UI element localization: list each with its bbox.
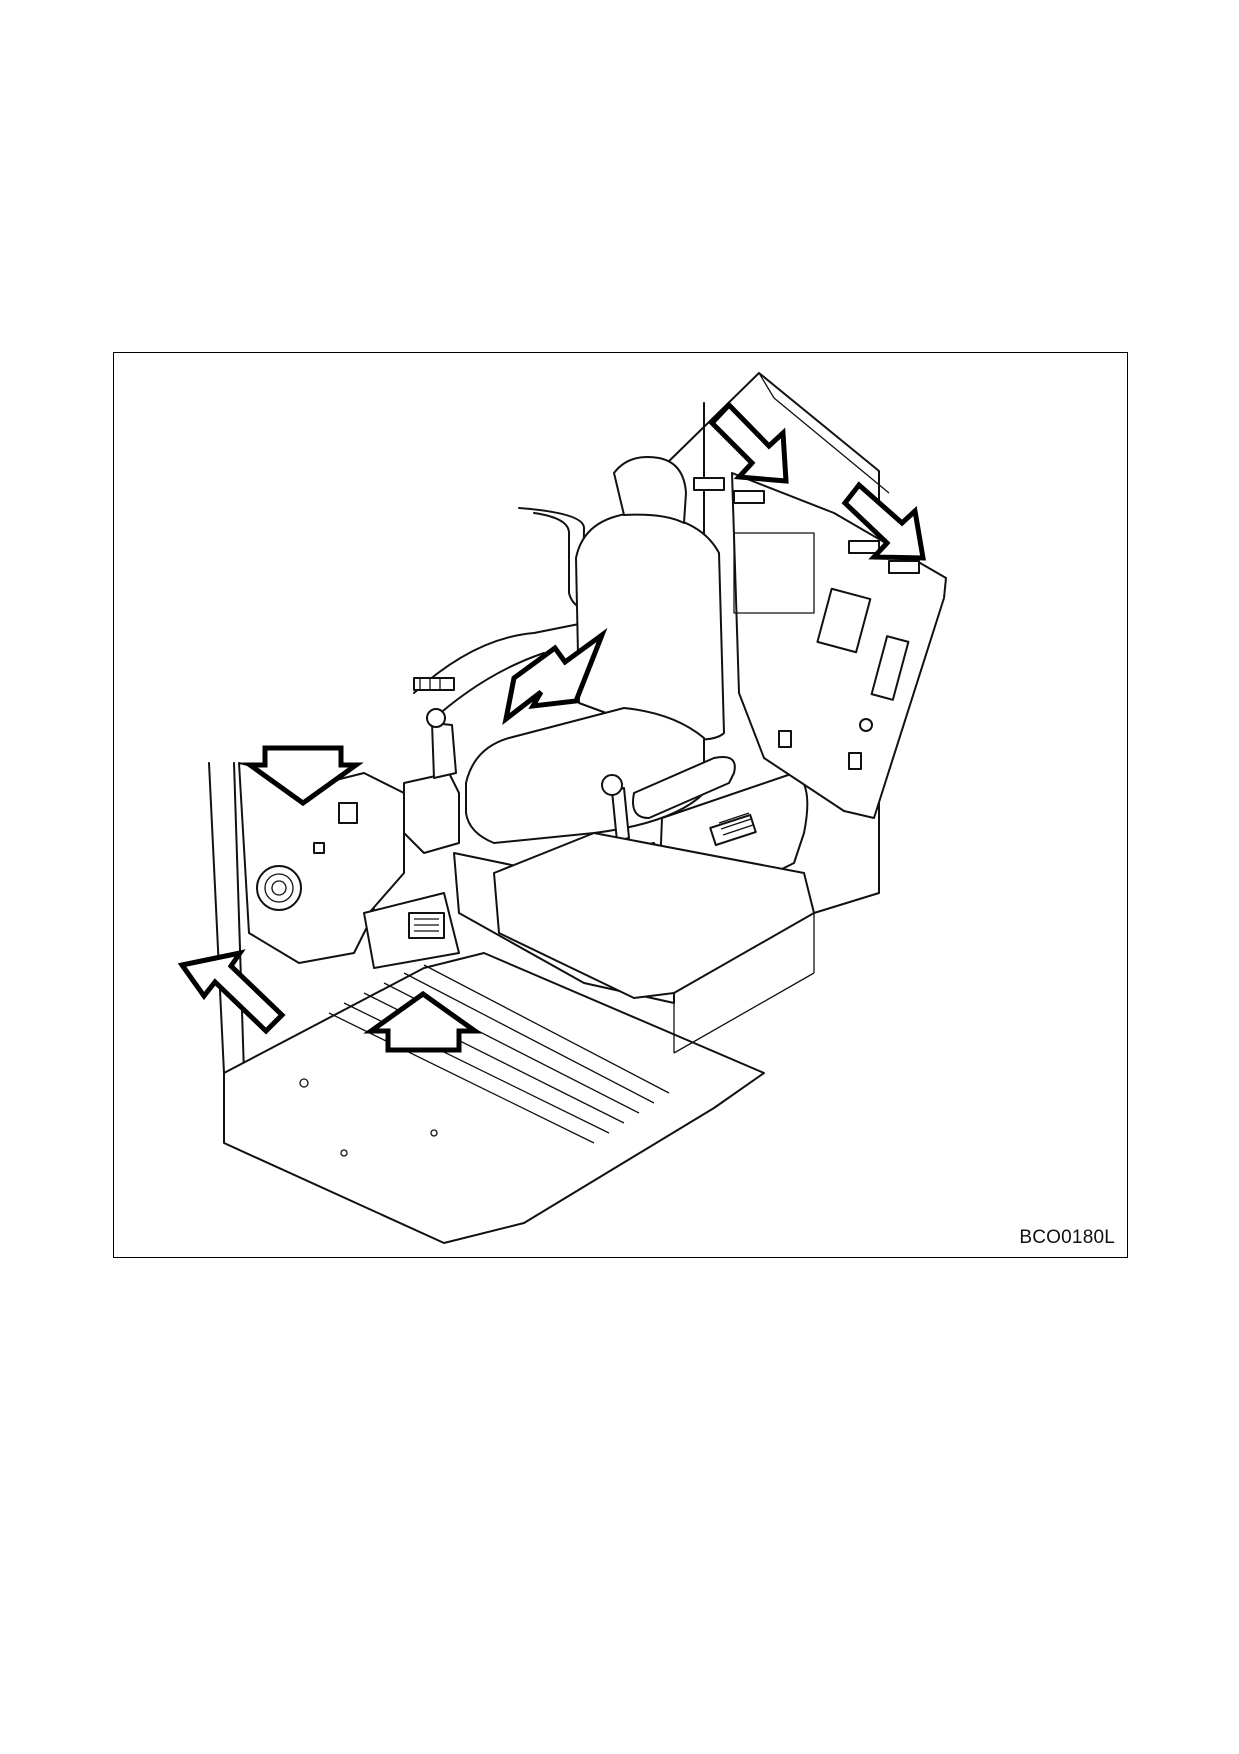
callout-arrows xyxy=(177,401,926,1053)
figure-frame: BCO0180L xyxy=(113,352,1128,1258)
floor-plate xyxy=(223,952,765,1244)
seat-pedestal xyxy=(493,832,815,1054)
left-joystick-pod xyxy=(403,677,460,854)
figure-code: BCO0180L xyxy=(1019,1227,1115,1248)
cab-illustration xyxy=(177,372,947,1244)
arrow-rear-wall-left xyxy=(708,401,789,484)
arrow-seat-left xyxy=(502,627,608,726)
arrow-rear-wall-right xyxy=(841,481,926,561)
arrow-left-console-top xyxy=(242,745,364,807)
left-console xyxy=(238,762,460,969)
arrow-left-pillar-bottom xyxy=(177,949,286,1035)
arrow-floor-center xyxy=(363,990,483,1053)
